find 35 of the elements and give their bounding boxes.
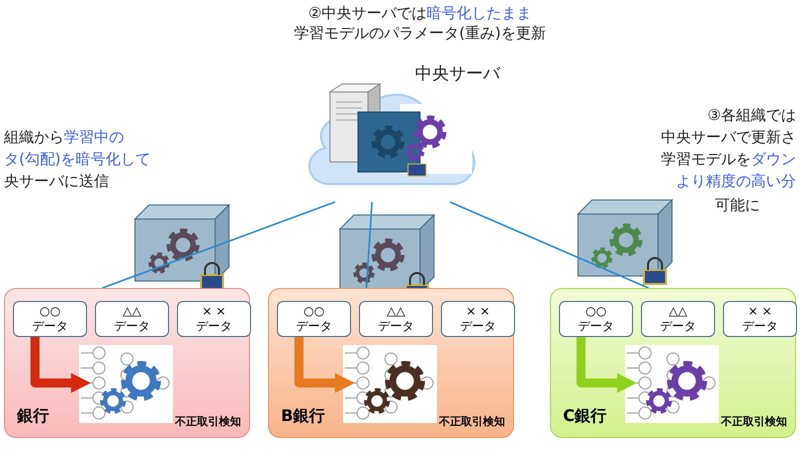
bent-arrow bbox=[576, 337, 637, 393]
annotation-text: ③各組織では bbox=[708, 106, 796, 124]
annotation-text: 央サーバに送信 bbox=[4, 172, 109, 190]
data-box: △△ データ bbox=[359, 301, 433, 337]
connector-line bbox=[366, 202, 373, 288]
data-box: × × データ bbox=[441, 301, 515, 337]
annotation-text: 可能に bbox=[715, 196, 760, 214]
bank-panel bbox=[4, 288, 250, 438]
bank-panel bbox=[268, 288, 514, 438]
annotation-text: 中央サーバで更新さ bbox=[661, 128, 796, 146]
data-box: ○○ データ bbox=[277, 301, 351, 337]
annotation-text: タ(勾配)を暗号化して bbox=[4, 150, 151, 168]
bent-arrow bbox=[294, 337, 355, 393]
bank-name: C銀行 bbox=[563, 406, 607, 427]
annotation-text: 組織から学習中の bbox=[4, 128, 124, 146]
data-box: × × データ bbox=[177, 301, 251, 337]
annotation-text: 学習モデルのパラメータ(重み)を更新 bbox=[294, 24, 546, 42]
server-label: 中央サーバ bbox=[415, 64, 500, 84]
bank-panel bbox=[550, 288, 796, 438]
model-caption: 不正取引検知 bbox=[175, 414, 241, 429]
model-caption: 不正取引検知 bbox=[439, 414, 505, 429]
annotation-text: より精度の高い分 bbox=[676, 172, 796, 190]
annotation-text: 学習モデルをダウン bbox=[661, 150, 796, 168]
connector-line bbox=[450, 201, 649, 289]
bent-arrow bbox=[30, 337, 91, 393]
bank-name: B銀行 bbox=[281, 406, 326, 427]
connector-line bbox=[102, 201, 336, 289]
annotation-text: ②中央サーバでは暗号化したまま bbox=[308, 4, 532, 22]
data-box: ○○ データ bbox=[559, 301, 633, 337]
data-box: ○○ データ bbox=[13, 301, 87, 337]
data-box: △△ データ bbox=[641, 301, 715, 337]
bank-name: 銀行 bbox=[17, 406, 49, 427]
data-box: × × データ bbox=[723, 301, 797, 337]
model-caption: 不正取引検知 bbox=[721, 414, 787, 429]
data-box: △△ データ bbox=[95, 301, 169, 337]
